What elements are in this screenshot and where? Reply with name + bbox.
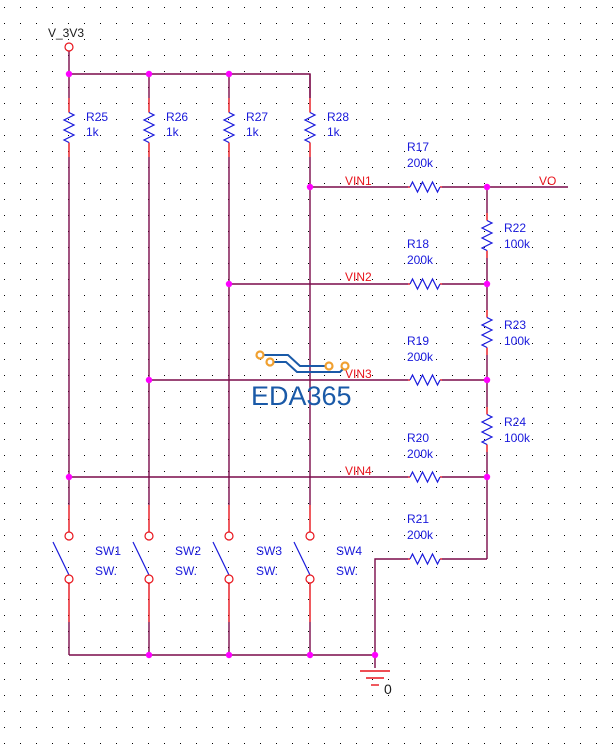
ladder-r23-body: [480, 316, 494, 349]
r18-value: 200k: [407, 253, 434, 267]
sw3-lever: [212, 541, 230, 576]
series-r18-body: [409, 277, 441, 291]
sw4-ref: SW4: [336, 544, 362, 558]
r21-ref: R21: [407, 512, 429, 526]
r19-ref: R19: [407, 334, 429, 348]
junction-dot: [225, 70, 233, 78]
r22-value: 100k: [504, 237, 531, 251]
junction-dot: [483, 473, 491, 481]
net-label-vin2: VIN2: [345, 270, 372, 284]
r26-ref: R26: [166, 110, 188, 124]
power-label: V_3V3: [48, 26, 84, 40]
series-r21-body: [409, 552, 441, 566]
r26-value: 1k: [166, 125, 180, 139]
junction-dot: [145, 70, 153, 78]
sw1-value: SW.: [95, 564, 117, 578]
r17-ref: R17: [407, 140, 429, 154]
sw2-contact-bottom: [144, 574, 154, 584]
r21-value: 200k: [407, 528, 434, 542]
junction-dot: [306, 651, 314, 659]
sw4-contact-top: [305, 531, 315, 541]
watermark-text: EDA365: [251, 381, 352, 411]
series-r19-body: [409, 373, 441, 387]
net-label-vin4: VIN4: [345, 464, 372, 478]
junction-dot: [371, 651, 379, 659]
sw2-ref: SW2: [175, 544, 201, 558]
sw3-value: SW.: [256, 564, 278, 578]
sw3-contact-bottom: [224, 574, 234, 584]
vcc-bus: [68, 48, 311, 98]
sw4-contact-bottom: [305, 574, 315, 584]
r27-value: 1k: [246, 125, 260, 139]
junction-dot: [225, 651, 233, 659]
pullup-r26-body: [142, 111, 156, 144]
series-r20-body: [409, 470, 441, 484]
r23-value: 100k: [504, 334, 531, 348]
r17-value: 200k: [407, 156, 434, 170]
net-label-vin1: VIN1: [345, 174, 372, 188]
r24-value: 100k: [504, 431, 531, 445]
series-r17-body: [409, 180, 441, 194]
pullup-r27-body: [222, 111, 236, 144]
r28-ref: R28: [327, 110, 349, 124]
ladder-r24-body: [480, 413, 494, 446]
pcb-trace-icon: [255, 350, 350, 373]
junction-dot: [225, 280, 233, 288]
r25-value: 1k: [86, 125, 100, 139]
eda365-watermark: EDA365: [251, 350, 352, 411]
sw2-lever: [132, 541, 150, 576]
sw3-ref: SW3: [256, 544, 282, 558]
junction-dot: [483, 183, 491, 191]
pullup-r28-body: [303, 111, 317, 144]
r27-ref: R27: [246, 110, 268, 124]
ground-label: 0: [384, 681, 392, 697]
components: [52, 98, 494, 686]
r21-ground-wire: [374, 558, 408, 655]
junction-dot: [483, 280, 491, 288]
output-net-label: VO: [539, 174, 556, 188]
r23-ref: R23: [504, 318, 526, 332]
junction-dot: [145, 376, 153, 384]
sw1-contact-top: [64, 531, 74, 541]
wires: [64, 42, 568, 668]
sw3-contact-top: [224, 531, 234, 541]
r20-ref: R20: [407, 431, 429, 445]
r20-value: 200k: [407, 447, 434, 461]
junction-dot: [65, 473, 73, 481]
power-port-icon: [64, 42, 74, 52]
junction-dot: [483, 376, 491, 384]
net-label-vin3: VIN3: [345, 367, 372, 381]
r28-value: 1k: [327, 125, 341, 139]
r24-ref: R24: [504, 415, 526, 429]
junction-dot: [306, 183, 314, 191]
r22-ref: R22: [504, 221, 526, 235]
junctions: [65, 70, 491, 659]
sw1-contact-bottom: [64, 574, 74, 584]
r18-ref: R18: [407, 237, 429, 251]
r19-value: 200k: [407, 350, 434, 364]
junction-dot: [65, 70, 73, 78]
sw4-value: SW.: [336, 564, 358, 578]
sw2-contact-top: [144, 531, 154, 541]
grid-dots: [4, 7, 613, 744]
sw1-lever: [52, 541, 70, 576]
sw1-ref: SW1: [95, 544, 121, 558]
sw4-lever: [293, 541, 311, 576]
sw2-value: SW.: [175, 564, 197, 578]
junction-dot: [145, 651, 153, 659]
ladder-r22-body: [480, 219, 494, 252]
r25-ref: R25: [86, 110, 108, 124]
pullup-r25-body: [62, 111, 76, 144]
